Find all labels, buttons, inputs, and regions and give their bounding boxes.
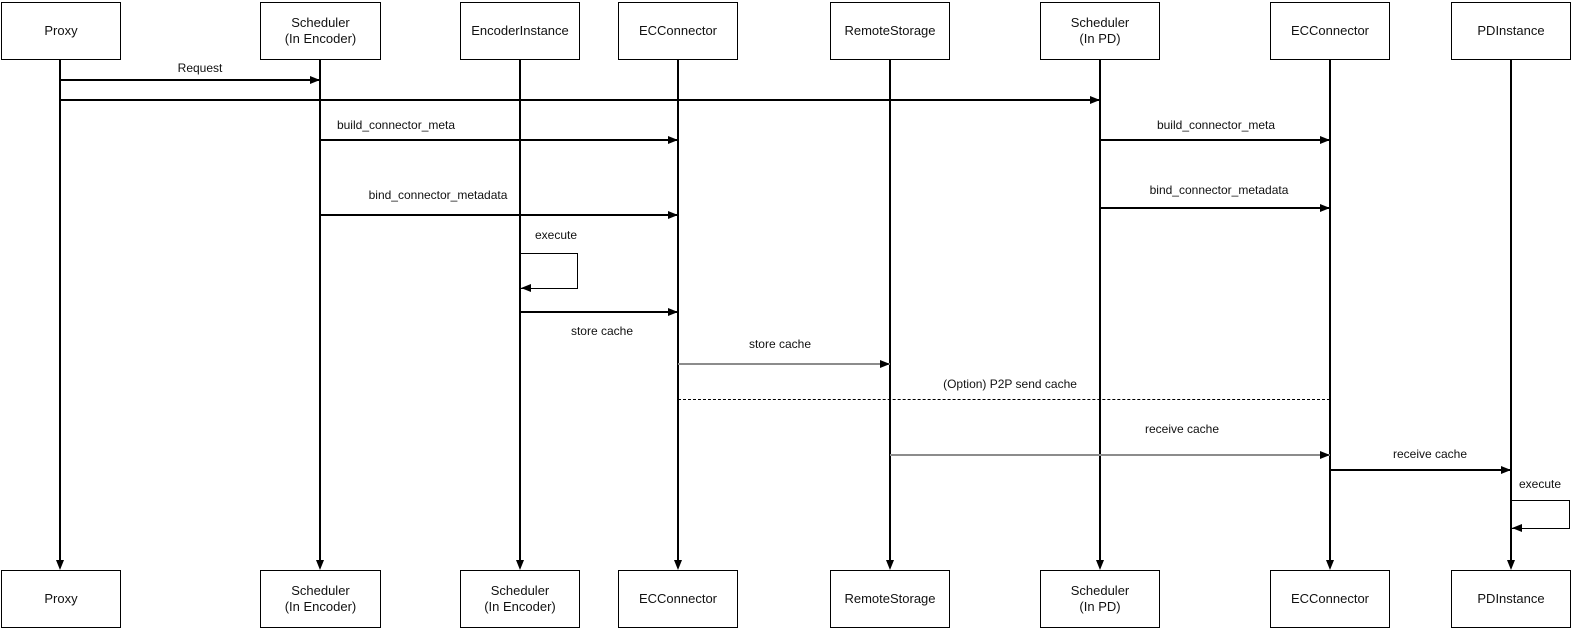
message-label-10-receive-cache: receive cache: [1142, 422, 1222, 437]
message-label-12-execute: execute: [1516, 477, 1564, 492]
message-line-4-bind-connector-metadata: [320, 214, 678, 216]
message-arrowhead: [1512, 523, 1522, 532]
message-line-3-build-connector-meta: [1100, 139, 1330, 141]
message-line-0-request: [60, 79, 320, 81]
lifeline-arrowhead-scheduler-pd: [1095, 560, 1104, 570]
message-line-8-store-cache: [678, 363, 890, 366]
message-arrowhead: [521, 283, 531, 292]
actor-top-box-scheduler-encoder: Scheduler (In Encoder): [260, 2, 381, 60]
actor-top-box-scheduler-pd: Scheduler (In PD): [1040, 2, 1160, 60]
message-arrowhead: [1501, 465, 1511, 474]
lifeline-proxy: [59, 60, 61, 561]
lifeline-arrowhead-remote-storage: [885, 560, 894, 570]
message-label-8-store-cache: store cache: [746, 337, 814, 352]
actor-bottom-box-proxy: Proxy: [1, 570, 121, 628]
message-label-4-bind-connector-metadata: bind_connector_metadata: [366, 188, 510, 203]
actor-top-box-encoder-instance: EncoderInstance: [460, 2, 580, 60]
lifeline-remote-storage: [889, 60, 891, 561]
lifeline-arrowhead-pd-instance: [1506, 560, 1515, 570]
lifeline-pd-instance: [1510, 60, 1512, 561]
message-arrowhead: [1320, 203, 1330, 212]
message-arrowhead: [668, 135, 678, 144]
actor-top-box-ec-connector: ECConnector: [618, 2, 738, 60]
actor-bottom-box-remote-storage: RemoteStorage: [830, 570, 950, 628]
message-arrowhead: [1090, 95, 1100, 104]
actor-bottom-box-encoder-instance: Scheduler (In Encoder): [460, 570, 580, 628]
actor-bottom-box-pd-instance: PDInstance: [1451, 570, 1571, 628]
actor-top-box-proxy: Proxy: [1, 2, 121, 60]
message-arrowhead: [668, 210, 678, 219]
message-line-2-build-connector-meta: [320, 139, 678, 141]
message-label-0-request: Request: [175, 61, 225, 76]
message-label-6-execute: execute: [532, 228, 580, 243]
actor-bottom-box-ec-connector: ECConnector: [618, 570, 738, 628]
lifeline-arrowhead-ec-connector-2: [1325, 560, 1334, 570]
lifeline-encoder-instance: [519, 60, 521, 561]
message-line-7-store-cache: [520, 311, 678, 313]
message-label-7-store-cache: store cache: [568, 324, 636, 339]
message-label-2-build-connector-meta: build_connector_meta: [334, 118, 458, 133]
message-label-5-bind-connector-metadata: bind_connector_metadata: [1147, 183, 1291, 198]
message-arrowhead: [1320, 135, 1330, 144]
actor-bottom-box-ec-connector-2: ECConnector: [1270, 570, 1390, 628]
self-message-12-execute: [1511, 500, 1570, 529]
message-line-9-option-p2p-send-cache: [678, 399, 1330, 401]
lifeline-ec-connector-2: [1329, 60, 1331, 561]
actor-top-box-remote-storage: RemoteStorage: [830, 2, 950, 60]
actor-bottom-box-scheduler-pd: Scheduler (In PD): [1040, 570, 1160, 628]
self-message-6-execute: [520, 253, 578, 289]
message-line-10-receive-cache: [890, 454, 1330, 457]
message-label-3-build-connector-meta: build_connector_meta: [1154, 118, 1278, 133]
message-line-1-unlabeled: [60, 99, 1100, 101]
message-line-11-receive-cache: [1330, 469, 1511, 471]
actor-top-box-ec-connector-2: ECConnector: [1270, 2, 1390, 60]
message-arrowhead: [1320, 450, 1330, 459]
message-arrowhead: [668, 307, 678, 316]
message-arrowhead: [880, 359, 890, 368]
lifeline-scheduler-pd: [1099, 60, 1101, 561]
lifeline-arrowhead-scheduler-encoder: [315, 560, 324, 570]
actor-top-box-pd-instance: PDInstance: [1451, 2, 1571, 60]
lifeline-scheduler-encoder: [319, 60, 321, 561]
message-label-11-receive-cache: receive cache: [1390, 447, 1470, 462]
message-line-5-bind-connector-metadata: [1100, 207, 1330, 209]
message-arrowhead: [310, 75, 320, 84]
actor-bottom-box-scheduler-encoder: Scheduler (In Encoder): [260, 570, 381, 628]
lifeline-arrowhead-ec-connector: [673, 560, 682, 570]
lifeline-arrowhead-encoder-instance: [515, 560, 524, 570]
lifeline-arrowhead-proxy: [55, 560, 64, 570]
lifeline-ec-connector: [677, 60, 679, 561]
message-label-9-option-p2p-send-cache: (Option) P2P send cache: [941, 377, 1079, 392]
